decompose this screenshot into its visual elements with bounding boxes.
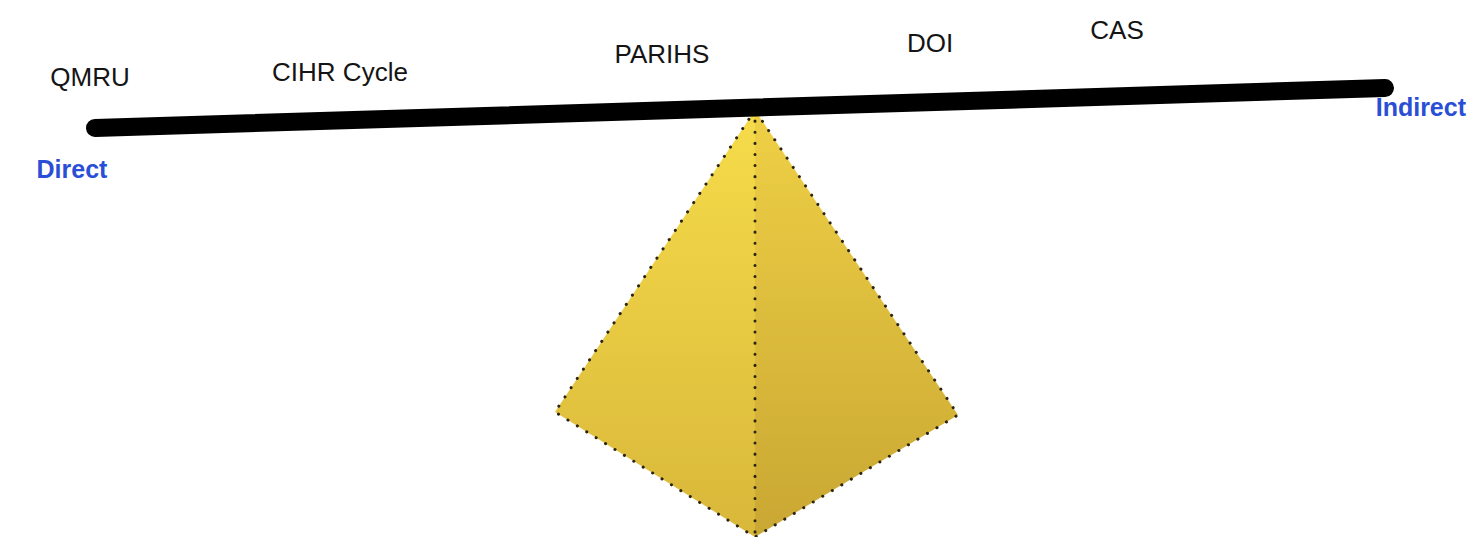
axis-end-label: Indirect: [1376, 94, 1466, 122]
pyramid-right-face: [755, 110, 958, 537]
framework-label: QMRU: [50, 63, 129, 92]
pyramid-fulcrum: [555, 110, 958, 537]
pyramid-left-face: [555, 110, 755, 537]
pyramid-dotted-edges: [555, 110, 958, 537]
axis-end-label: Direct: [37, 156, 108, 184]
framework-label: CAS: [1090, 16, 1143, 45]
framework-label: CIHR Cycle: [272, 58, 408, 87]
balance-bar: [95, 88, 1385, 128]
framework-label: PARIHS: [615, 40, 710, 69]
framework-label: DOI: [907, 29, 953, 58]
